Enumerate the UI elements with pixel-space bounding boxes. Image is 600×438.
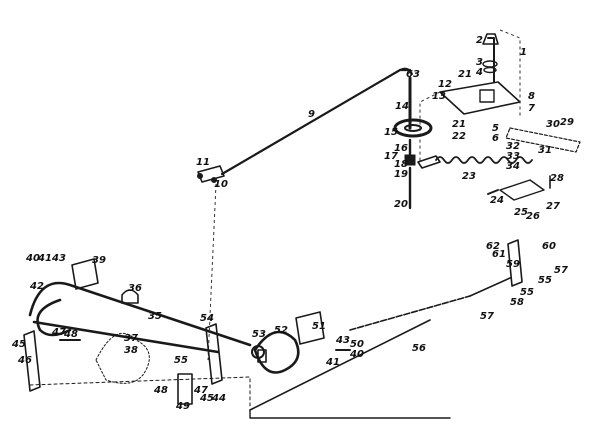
- bracket-52: [253, 330, 300, 374]
- callout-label: 9: [308, 109, 315, 120]
- callout-label: 39: [92, 255, 106, 266]
- callout-label: 6: [492, 133, 499, 144]
- callout-label: 3: [476, 57, 483, 68]
- callout-label: 57: [554, 265, 568, 276]
- callout-label: 44: [212, 393, 226, 404]
- callout-label: 41: [326, 357, 340, 368]
- callout-label: 63: [406, 69, 420, 80]
- callout-label: 7: [528, 103, 535, 114]
- callout-label: 41: [38, 253, 52, 264]
- callout-label: 61: [492, 249, 506, 260]
- callout-label: 55: [520, 287, 534, 298]
- ground-shadow: [95, 332, 150, 384]
- callout-label: 30: [546, 119, 560, 130]
- callout-label: 38: [124, 345, 138, 356]
- callout-label: 25: [514, 207, 528, 218]
- callout-label: 58: [510, 297, 524, 308]
- callout-label: 34: [506, 161, 520, 172]
- callout-label: 33: [506, 151, 520, 162]
- callout-label: 48: [64, 329, 78, 340]
- callout-label: 42: [30, 281, 44, 292]
- plate-46: [23, 330, 41, 392]
- callout-label: 14: [395, 101, 409, 112]
- callout-label: 10: [214, 179, 228, 190]
- callout-label: 19: [394, 169, 408, 180]
- callout-label: 43: [52, 253, 66, 264]
- callout-label: 47: [194, 385, 208, 396]
- callout-label: 1: [520, 47, 527, 58]
- callout-label: 45: [200, 393, 214, 404]
- callout-label: 29: [560, 117, 574, 128]
- callout-label: 62: [486, 241, 500, 252]
- pulley-15: [393, 118, 433, 138]
- callout-label: 47: [52, 327, 66, 338]
- callout-label: 35: [148, 311, 162, 322]
- callout-label: 43: [336, 335, 350, 346]
- callout-label: 28: [550, 173, 564, 184]
- callout-label: 53: [252, 329, 266, 340]
- callout-label: 49: [176, 401, 190, 412]
- callout-label: 48: [154, 385, 168, 396]
- callout-label: 60: [542, 241, 556, 252]
- callout-label: 15: [384, 127, 398, 138]
- callout-label: 13: [432, 91, 446, 102]
- axle-35: [28, 281, 252, 347]
- callout-label: 11: [196, 157, 210, 168]
- callout-label: 27: [546, 201, 560, 212]
- callout-label: 40: [26, 253, 40, 264]
- plate-49: [177, 373, 193, 405]
- callout-label: 4: [476, 67, 483, 78]
- callout-label: 20: [394, 199, 408, 210]
- plate-39: [71, 258, 99, 290]
- clamp-36: [121, 289, 139, 304]
- rod-56: [249, 319, 431, 411]
- callout-label: 46: [18, 355, 32, 366]
- callout-label: 23: [462, 171, 476, 182]
- callout-label: 56: [412, 343, 426, 354]
- callout-label: 59: [506, 259, 520, 270]
- callout-label: 40: [350, 349, 364, 360]
- callout-label: 17: [384, 151, 398, 162]
- callout-label: 55: [538, 275, 552, 286]
- plate-55: [205, 323, 223, 385]
- bracket-61: [507, 239, 523, 287]
- callout-label: 2: [476, 35, 483, 46]
- callout-label: 50: [350, 339, 364, 350]
- callout-label: 24: [490, 195, 504, 206]
- rod-9: [220, 68, 412, 176]
- callout-label: 31: [538, 145, 552, 156]
- callout-label: 12: [438, 79, 452, 90]
- callout-label: 22: [452, 131, 466, 142]
- callout-label: 55: [174, 355, 188, 366]
- callout-label: 21: [452, 119, 466, 130]
- callout-label: 57: [480, 311, 494, 322]
- callout-label: 16: [394, 143, 408, 154]
- callout-label: 45: [12, 339, 26, 350]
- callout-label: 54: [200, 313, 214, 324]
- callout-label: 32: [506, 141, 520, 152]
- callout-label: 26: [526, 211, 540, 222]
- callout-label: 21: [458, 69, 472, 80]
- callout-label: 36: [128, 283, 142, 294]
- callout-label: 5: [492, 123, 499, 134]
- plate-51: [295, 311, 325, 345]
- callout-label: 51: [312, 321, 326, 332]
- spring-23: [435, 156, 533, 164]
- callout-label: 37: [124, 333, 138, 344]
- callout-label: 8: [528, 91, 535, 102]
- callout-label: 18: [394, 159, 408, 170]
- callout-label: 52: [274, 325, 288, 336]
